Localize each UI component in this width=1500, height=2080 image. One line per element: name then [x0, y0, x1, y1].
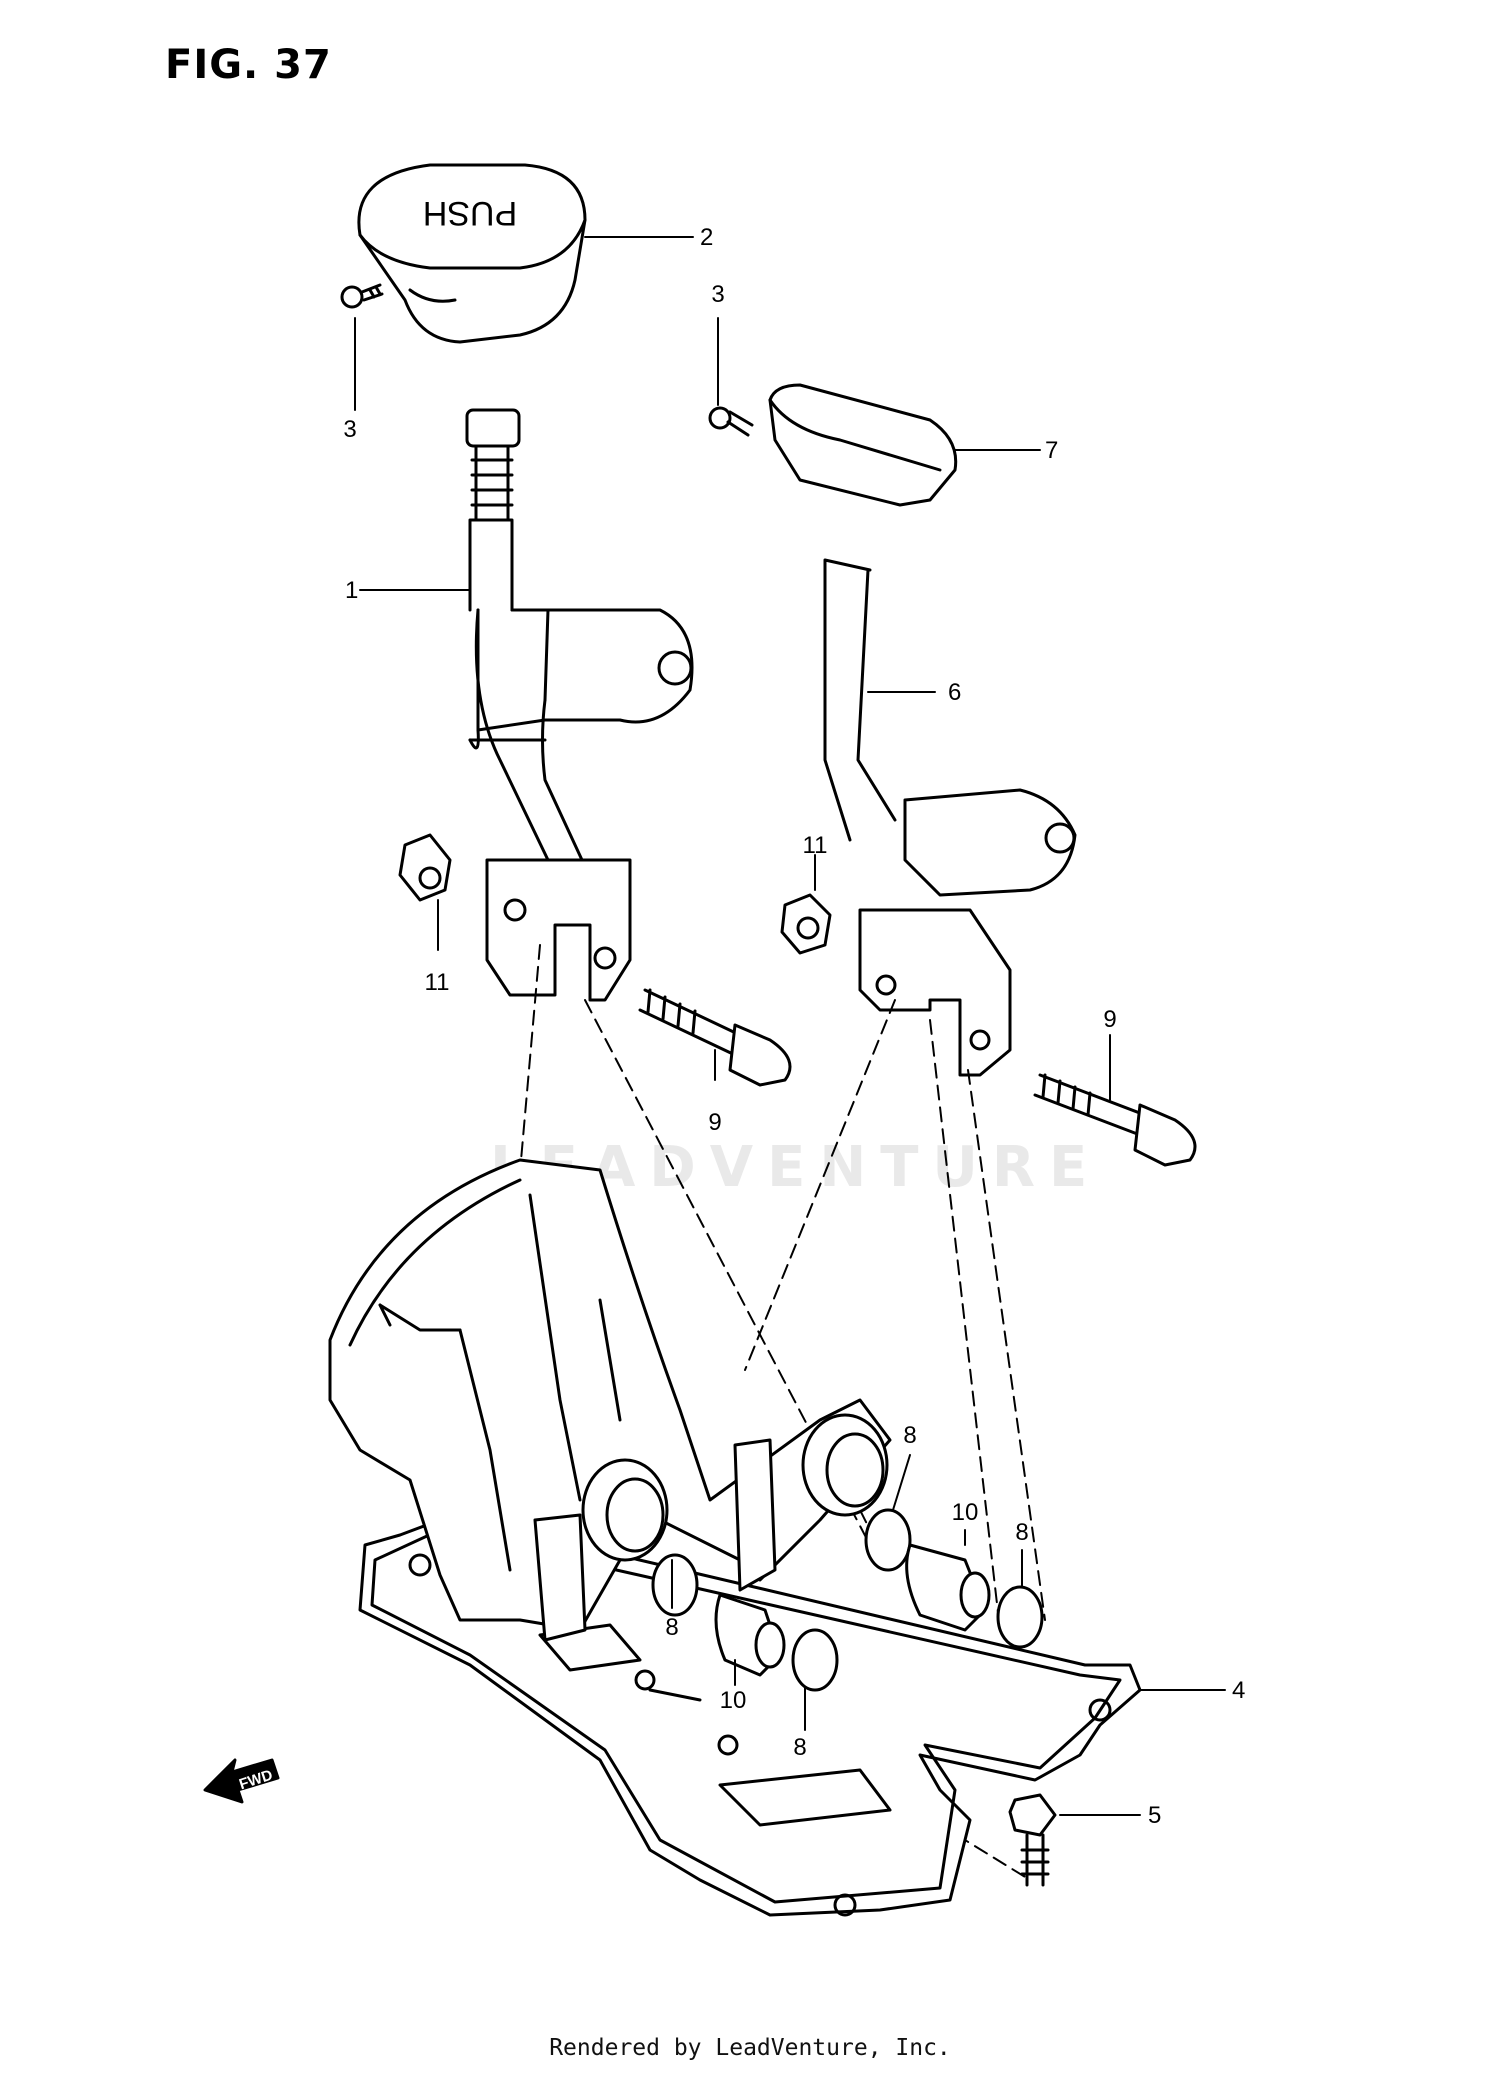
callout-11-right: 11	[803, 832, 828, 859]
callout-8-top: 8	[903, 1422, 916, 1449]
bolt-bottom	[1008, 1793, 1057, 1887]
callout-8-right: 8	[1015, 1519, 1028, 1546]
callout-1: 1	[345, 577, 358, 604]
bolt-right	[1033, 1073, 1197, 1167]
callout-3-left: 3	[343, 416, 356, 443]
callout-10-right: 10	[952, 1499, 979, 1526]
nut-right	[780, 893, 832, 955]
callout-10-left: 10	[720, 1687, 747, 1714]
shift-knob	[357, 163, 587, 344]
callout-8-left: 8	[665, 1614, 678, 1641]
nut-left	[398, 833, 452, 902]
pin-left	[714, 1593, 786, 1677]
figure-title: FIG. 37	[165, 42, 332, 88]
screw-right	[708, 406, 754, 437]
callout-9-left: 9	[708, 1109, 721, 1136]
callout-4: 4	[1232, 1677, 1245, 1704]
transfer-lever	[823, 558, 1077, 1077]
ring-1	[651, 1553, 699, 1617]
shift-lever	[465, 408, 694, 1002]
ring-2	[791, 1628, 839, 1692]
knob-text: PUSH	[423, 194, 517, 232]
callout-6: 6	[948, 679, 961, 706]
callout-2: 2	[700, 224, 713, 251]
shift-housing	[328, 1158, 892, 1642]
callout-3-right: 3	[711, 281, 724, 308]
callout-numbers: 2 3 3 7 1 6 11 11 9 9 4 5 8 10 8 8 10 8	[343, 224, 1245, 1829]
ring-4	[996, 1585, 1044, 1649]
callout-7: 7	[1045, 437, 1058, 464]
callout-11-left: 11	[425, 969, 450, 996]
fwd-direction-icon	[203, 1758, 280, 1804]
callout-9-right: 9	[1103, 1006, 1116, 1033]
ring-3	[864, 1508, 912, 1572]
screw-left	[340, 283, 384, 309]
footer-credit: Rendered by LeadVenture, Inc.	[549, 2035, 951, 2061]
callout-8-bottom: 8	[793, 1734, 806, 1761]
callout-leaders	[354, 236, 1226, 1816]
transfer-knob	[768, 383, 958, 507]
callout-5: 5	[1148, 1802, 1161, 1829]
pin-right	[905, 1543, 991, 1632]
bolt-left	[638, 988, 792, 1087]
